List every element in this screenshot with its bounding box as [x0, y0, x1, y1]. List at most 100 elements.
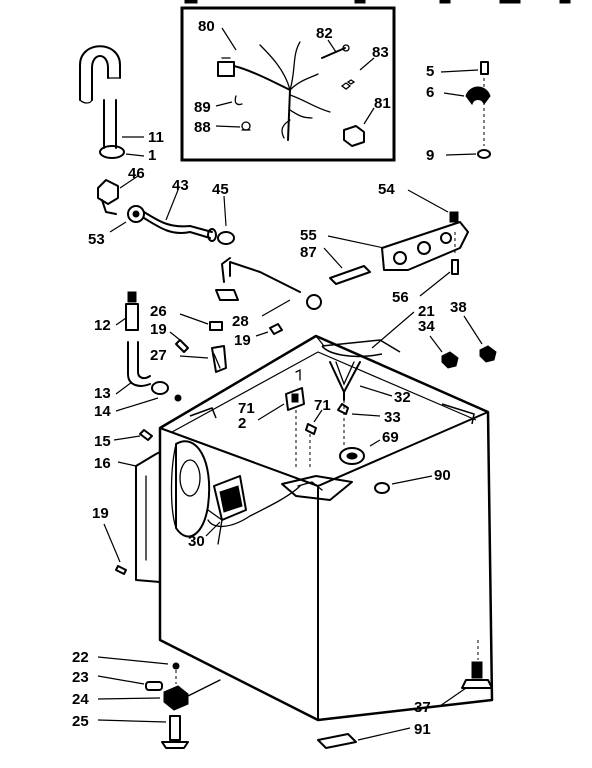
pad-91: 91 [317, 721, 431, 749]
spring-33: 33 [337, 403, 401, 426]
terminal-block-81 [343, 125, 365, 147]
label-90: 90 [434, 467, 451, 484]
top-edge-marks [184, 0, 571, 4]
label-25: 25 [72, 713, 89, 730]
label-38: 38 [450, 299, 467, 316]
label-19-upper-left: 19 [150, 321, 167, 338]
label-27: 27 [150, 347, 167, 364]
pin-23: 23 [72, 669, 163, 691]
coupling-46: 46 [97, 165, 145, 215]
label-33: 33 [384, 409, 401, 426]
clamp-14: 14 [94, 381, 182, 420]
label-2: 2 [238, 415, 246, 432]
foot-37: 37 [414, 640, 493, 716]
clip-89 [234, 95, 243, 106]
motor-30: 30 [188, 475, 301, 550]
label-19-lower: 19 [92, 505, 109, 522]
grommet-90: 90 [374, 467, 451, 494]
clamp-6 [443, 86, 491, 106]
clamp-45: 45 [212, 181, 235, 245]
label-88: 88 [194, 119, 211, 136]
pump-panel-16: 16 [94, 451, 161, 583]
hose-43: 43 [127, 177, 217, 242]
screw-19b: 19 [234, 323, 283, 349]
label-83: 83 [372, 44, 389, 61]
screw-15: 15 [94, 429, 153, 450]
wire-connector-82 [321, 44, 350, 59]
label-6: 6 [426, 84, 434, 101]
label-23: 23 [72, 669, 89, 686]
wire-harness [233, 41, 331, 141]
label-22: 22 [72, 649, 89, 666]
screw-5 [440, 61, 489, 75]
harness-plug [217, 57, 235, 77]
label-13: 13 [94, 385, 111, 402]
screw-54: 54 [378, 181, 459, 223]
label-28: 28 [232, 313, 249, 330]
nut-38: 38 [450, 299, 497, 363]
label-1: 1 [148, 147, 156, 164]
screw-19c: 19 [92, 505, 127, 575]
bracket-55 [381, 221, 469, 271]
leg-24: 24 [72, 679, 221, 711]
label-26: 26 [150, 303, 167, 320]
suspension-32: 32 [329, 361, 411, 406]
nut-34: 34 [418, 318, 459, 369]
label-89: 89 [194, 99, 211, 116]
label-15: 15 [94, 433, 111, 450]
pulley-69: 69 [339, 429, 399, 465]
leader-55 [327, 235, 385, 249]
label-24: 24 [72, 691, 89, 708]
cabinet-21 [158, 334, 494, 722]
label-21: 21 [418, 303, 435, 320]
label-16: 16 [94, 455, 111, 472]
label-82: 82 [316, 25, 333, 42]
label-19-mid: 19 [234, 332, 251, 349]
clip-22: 22 [72, 649, 180, 670]
hose-clamp-1: 1 [99, 145, 156, 164]
label-37: 37 [414, 699, 431, 716]
wire-harness-inset: 80 82 83 89 88 81 [180, 6, 396, 162]
label-54: 54 [378, 181, 395, 198]
label-12: 12 [94, 317, 111, 334]
drain-hose-11: 11 [79, 45, 164, 149]
wire-nut-83 [340, 79, 356, 90]
washer-9 [445, 149, 491, 159]
label-55: 55 [300, 227, 317, 244]
label-45: 45 [212, 181, 229, 198]
bolt-71b: 71 [305, 397, 331, 435]
label-32: 32 [394, 389, 411, 406]
hose-13: 13 [94, 341, 151, 402]
label-81: 81 [374, 95, 391, 112]
grommet-26: 26 [150, 303, 223, 331]
motor-mount [170, 440, 211, 538]
foot-25: 25 [72, 713, 189, 749]
label-56: 56 [392, 289, 409, 306]
label-80: 80 [198, 18, 215, 35]
bracket-2: 71 2 [238, 368, 305, 432]
cord-28: 28 [215, 257, 322, 330]
screw-56: 56 [392, 232, 459, 306]
label-69: 69 [382, 429, 399, 446]
label-87: 87 [300, 244, 317, 261]
leader-21 [371, 311, 415, 349]
label-71-right: 71 [314, 397, 331, 414]
label-30: 30 [188, 533, 205, 550]
fitting-12: 12 [94, 291, 139, 334]
label-43: 43 [172, 177, 189, 194]
label-46: 46 [128, 165, 145, 182]
switch-27: 27 [150, 345, 227, 373]
strip-87: 87 [300, 244, 371, 285]
leader-53 [109, 221, 127, 233]
clip-88 [241, 121, 251, 131]
label-14: 14 [94, 403, 111, 420]
label-5: 5 [426, 63, 434, 80]
label-11: 11 [148, 129, 164, 146]
label-91: 91 [414, 721, 431, 738]
label-53: 53 [88, 231, 105, 248]
label-9: 9 [426, 147, 434, 164]
label-34: 34 [418, 318, 435, 335]
screw-19a: 19 [150, 321, 189, 353]
label-71-left: 71 [238, 400, 255, 417]
